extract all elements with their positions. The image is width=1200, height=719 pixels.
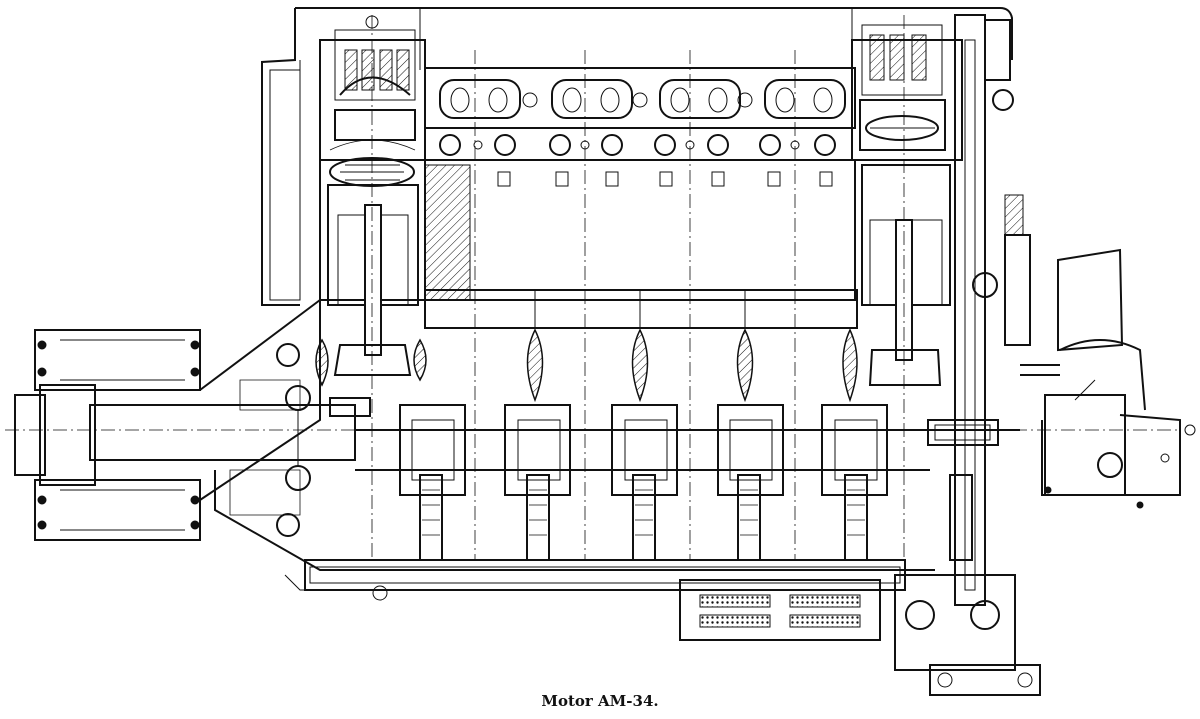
right-valve-assembly (859, 24, 946, 151)
connecting-rods (315, 328, 858, 403)
rear-accessory-drive (679, 14, 1041, 696)
left-valve-assembly (329, 15, 416, 187)
crankshaft-throws (355, 404, 1020, 496)
figure-caption: Motor AM-34. (541, 692, 659, 710)
intake-manifold-ports (424, 67, 856, 187)
right-piston (861, 164, 951, 386)
carburettor-assembly (1020, 248, 1196, 509)
propeller-shaft (5, 329, 1180, 541)
engine-block-outline (261, 7, 1013, 306)
left-piston (327, 184, 419, 376)
cylinder-block (319, 159, 858, 330)
center-lines (371, 15, 905, 560)
front-gear-housing (284, 385, 371, 591)
crankcase (199, 299, 935, 601)
main-bearings (419, 474, 973, 561)
